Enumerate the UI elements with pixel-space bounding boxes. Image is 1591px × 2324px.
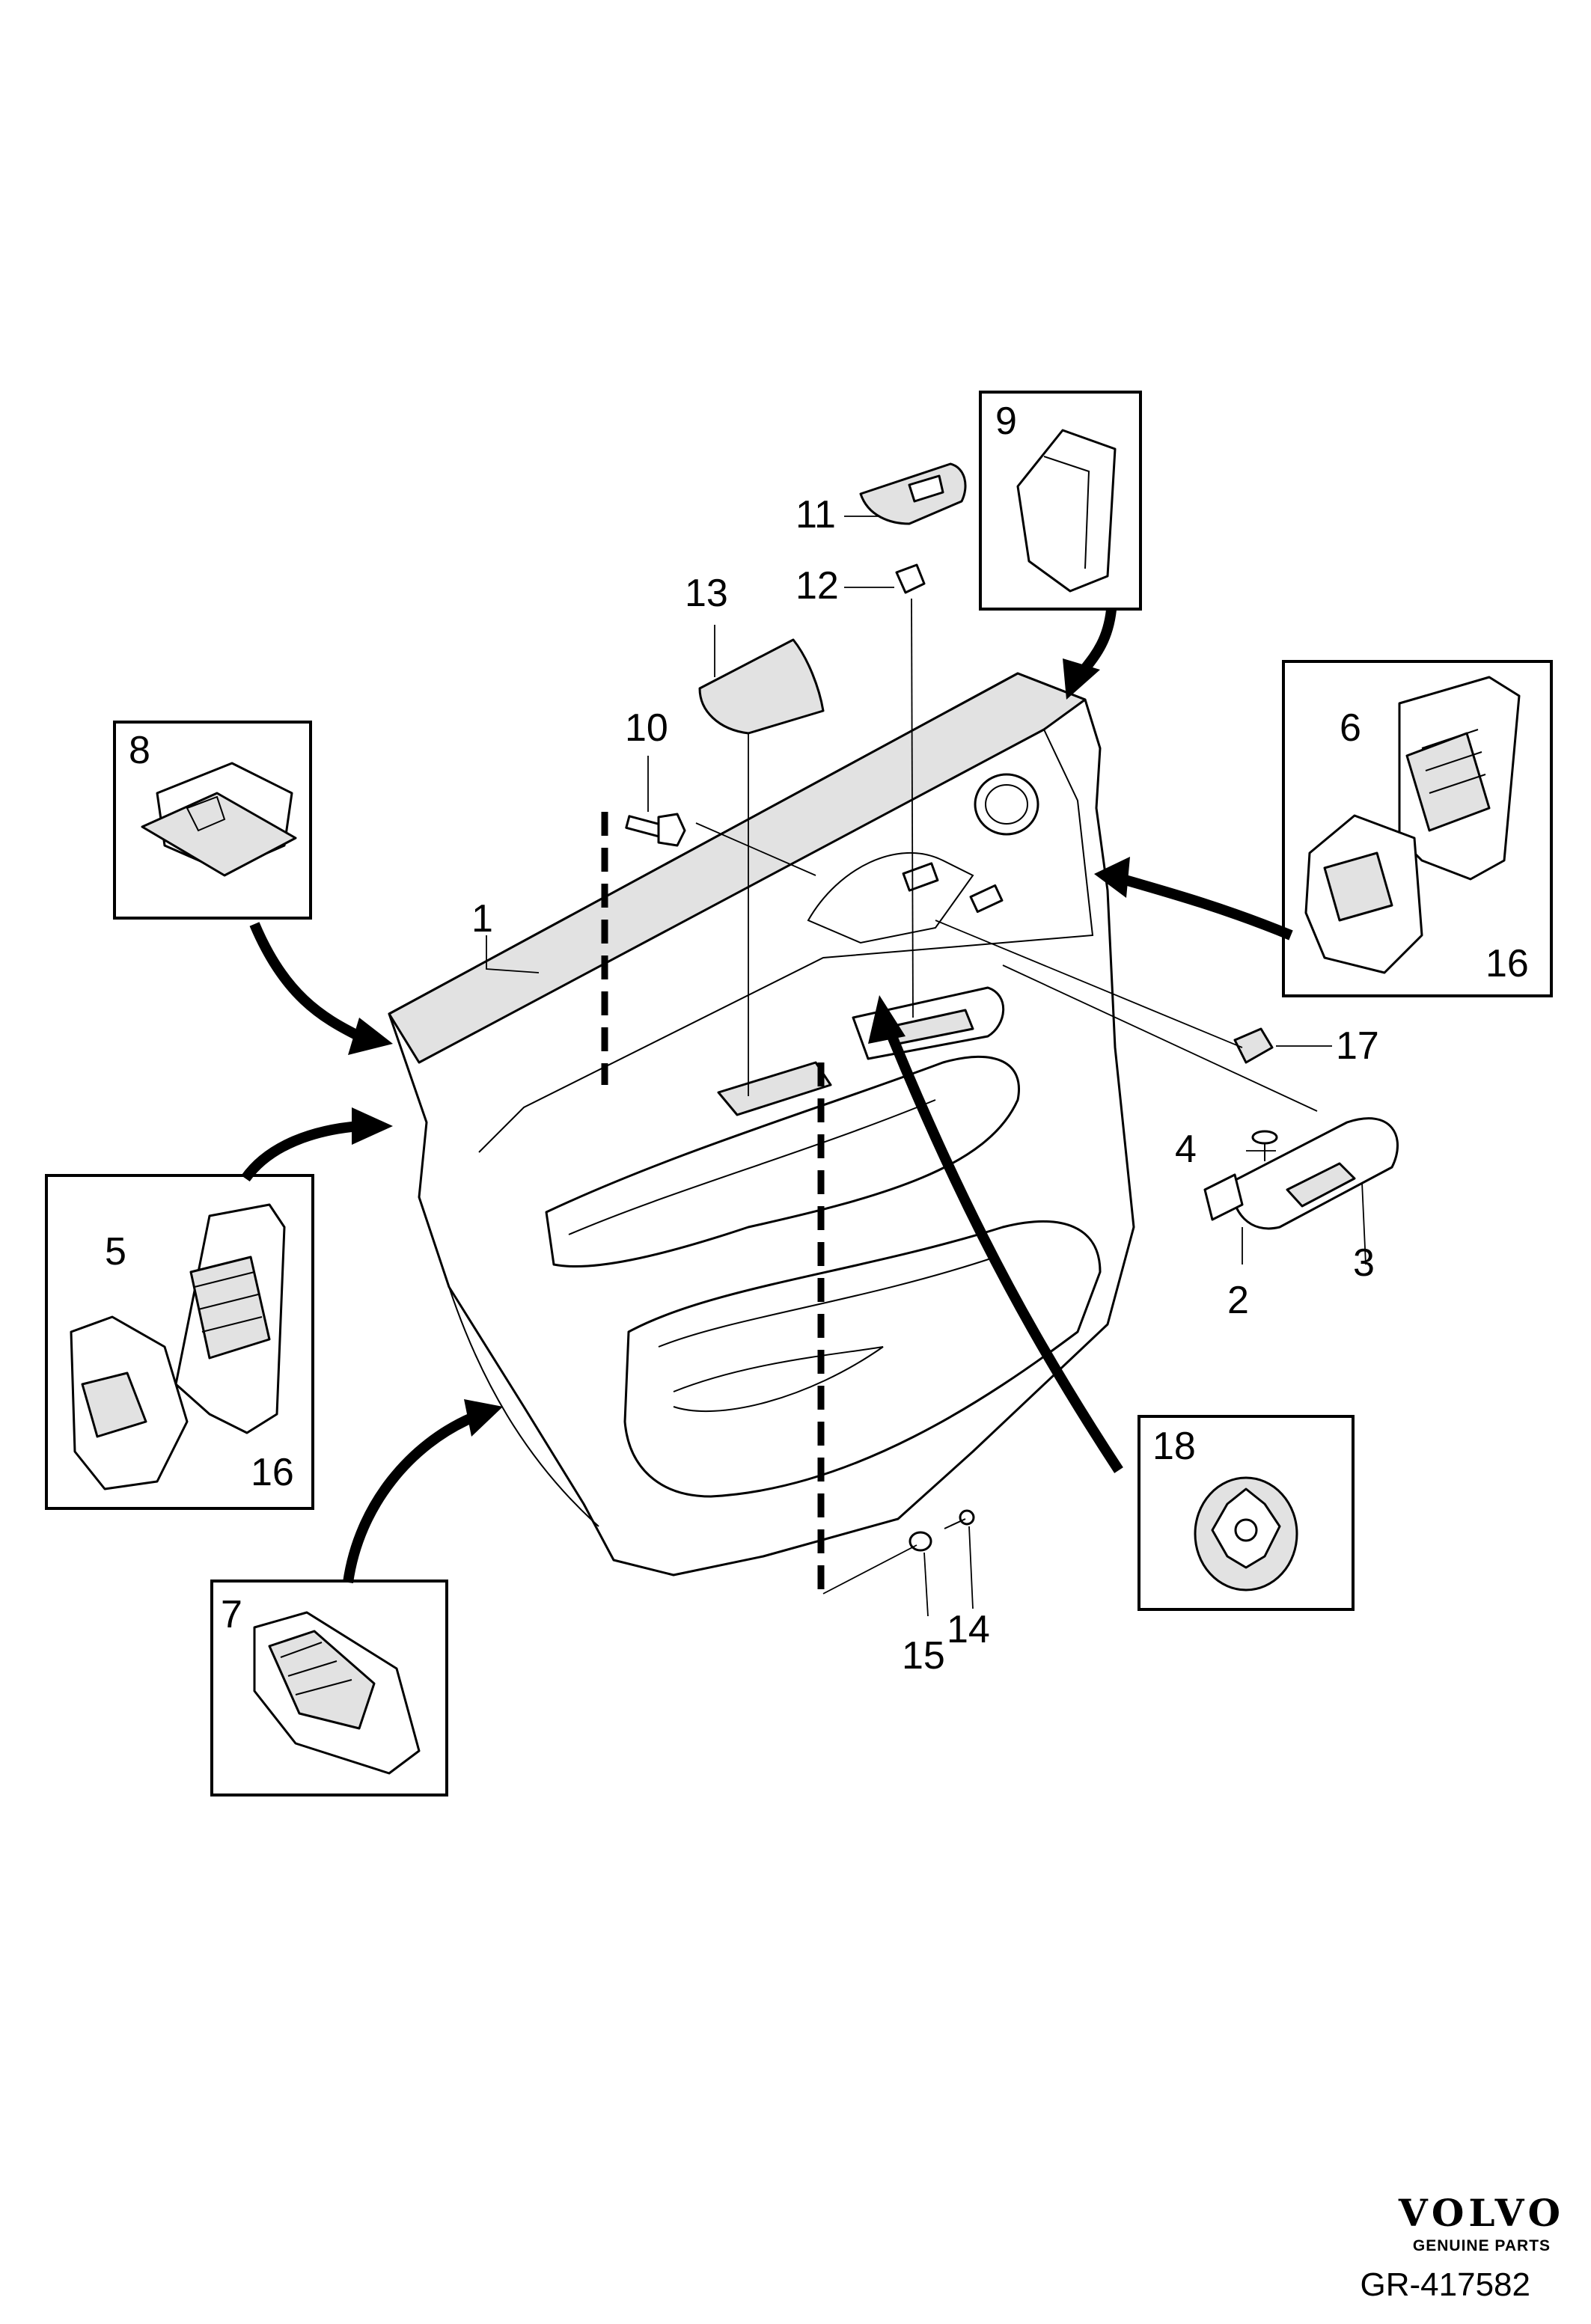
clip-part-17	[1233, 1027, 1274, 1064]
diagram-reference: GR-417582	[1361, 2266, 1530, 2303]
door-trim-panel	[388, 672, 1135, 1577]
callout-17: 17	[1336, 1024, 1379, 1068]
bolt-part-10	[625, 813, 686, 847]
callout-8: 8	[129, 729, 150, 772]
detail-box-8	[113, 721, 312, 920]
screw-and-washer-parts-14-15	[909, 1509, 975, 1552]
callout-9: 9	[995, 400, 1017, 443]
callout-10: 10	[625, 706, 668, 750]
trim-piece-part-13	[698, 638, 825, 735]
volvo-logo: VOLVO GENUINE PARTS	[1398, 2191, 1565, 2254]
callout-16-left: 16	[251, 1451, 294, 1494]
clip-part-12	[895, 563, 926, 594]
pointer-arrows	[241, 609, 1293, 1583]
callout-5: 5	[105, 1230, 126, 1273]
callout-4: 4	[1175, 1128, 1197, 1171]
callout-18: 18	[1152, 1425, 1196, 1468]
detail-box-7	[210, 1580, 448, 1796]
callout-15: 15	[902, 1634, 945, 1678]
detail-box-6-16	[1282, 660, 1553, 997]
detail-box-18	[1137, 1415, 1355, 1611]
callout-13: 13	[685, 572, 728, 615]
callout-11: 11	[796, 493, 836, 536]
handle-housing-parts-2-3	[1203, 1117, 1399, 1230]
callout-labels: 1 2 3 4 5 6 7 8 9 10 11 12 13 14 15 16 1…	[105, 400, 1529, 1678]
callout-6: 6	[1340, 706, 1361, 750]
callout-2: 2	[1227, 1279, 1249, 1322]
callout-1: 1	[471, 897, 493, 941]
push-pin-part-4	[1251, 1130, 1278, 1161]
detail-box-5-16	[45, 1174, 314, 1510]
detail-box-9	[979, 391, 1142, 611]
brand-wordmark: VOLVO	[1398, 2191, 1565, 2235]
callout-14: 14	[947, 1608, 990, 1651]
callout-16-right: 16	[1485, 942, 1529, 985]
callout-3: 3	[1353, 1241, 1375, 1285]
callout-7: 7	[221, 1593, 242, 1636]
callout-12: 12	[796, 564, 839, 608]
leader-lines	[486, 516, 1366, 1617]
brand-tagline: GENUINE PARTS	[1413, 2237, 1551, 2254]
